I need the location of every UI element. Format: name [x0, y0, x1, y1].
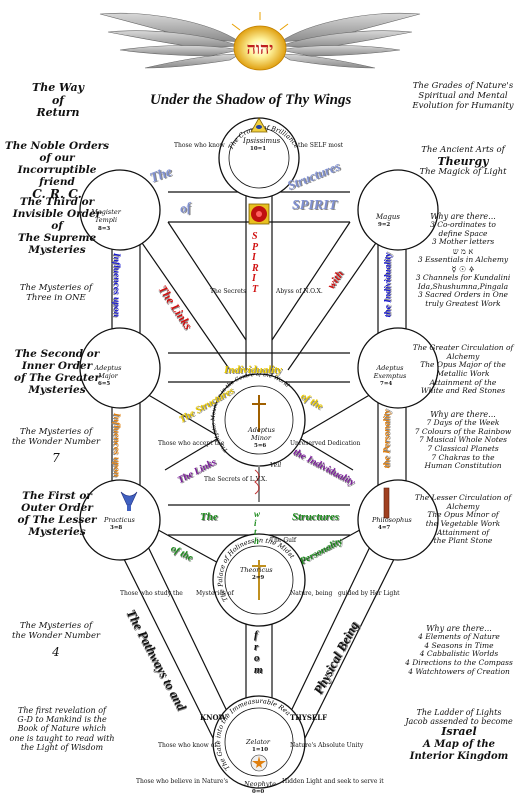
grade-adeptus-minor: Adeptus Minor [248, 426, 275, 442]
word-influences-left-mid: Influences upon [111, 412, 122, 478]
grade-practicus-num: 3=8 [110, 525, 123, 531]
label-secrets-lvx: The Secrets of L.V.X. [204, 476, 268, 483]
hebrew-letters-glyph: יהוה [247, 39, 274, 58]
grade-theoricus-num: 2=9 [252, 575, 265, 581]
label-accept: Those who accept the [158, 440, 225, 447]
winged-sun-emblem: יהוה [99, 12, 421, 71]
label-unreserved: Unreserved Dedication [290, 440, 361, 447]
grade-zelator-num: 1=10 [252, 747, 269, 753]
grade-adeptus-major-num: 6=5 [98, 381, 111, 387]
grade-adeptus-minor-num: 5=6 [254, 443, 267, 449]
grade-adeptus-exemptus: Adeptus Exemptus [373, 364, 407, 380]
grade-ipsissimus: Ipsissimus [243, 137, 281, 145]
label-veil: Veil [270, 462, 282, 469]
label-mysteries-of: Mysteries of [196, 590, 234, 597]
label-nature-being: Nature, being [290, 590, 333, 597]
eye-triangle-icon [250, 117, 268, 133]
word-personality-right: the Personality [382, 409, 393, 469]
grade-philosophus-num: 4=7 [378, 525, 391, 531]
grade-magus-num: 9=2 [378, 222, 391, 228]
label-know-self-right: the SELF most [298, 142, 344, 149]
word-the-low: The [200, 511, 218, 523]
grade-neophyte: Neophyte [244, 780, 276, 788]
label-study: Those who study the [120, 590, 183, 597]
alchemy-glyphs: ☿ ☉ 🜍 [451, 264, 475, 274]
label-abyss: Abyss of N.O.X. [276, 288, 323, 295]
grade-magister-num: 8=3 [98, 226, 111, 232]
label-know-of: Those who know of [158, 742, 217, 749]
dagger-icon [252, 395, 266, 432]
grade-magus: Magus [376, 213, 400, 221]
israel-heading: Israel [441, 725, 477, 739]
wand-icon [383, 487, 390, 519]
grade-adeptus-exemptus-num: 7=4 [380, 381, 393, 387]
grade-adeptus-major: Adeptus Major [94, 364, 122, 380]
word-individuality-mid: Individuality [224, 364, 283, 376]
grade-ipsissimus-num: 10=1 [250, 146, 267, 152]
grade-neophyte-num: 0=0 [252, 789, 265, 795]
label-guided: guided by Her Light [338, 590, 400, 597]
cup-icon [120, 491, 138, 511]
snake-staff-icon [254, 465, 260, 502]
mother-letters-glyphs: א מ ש [452, 247, 474, 257]
label-absolute: Nature's Absolute Unity [290, 742, 364, 749]
word-influences-left-top: Influences upon [111, 252, 122, 318]
sword-icon [252, 560, 266, 600]
word-of-top: of [178, 199, 192, 216]
grade-theoricus: Theoricus [240, 566, 273, 574]
word-structures-low: Structures [292, 511, 340, 523]
label-hidden: Hidden Light and seek to serve it [282, 778, 384, 785]
label-the-gulf: The Gulf [270, 537, 297, 544]
label-believe: Those who believe in Nature's [136, 778, 229, 785]
rose-cross-icon [248, 203, 270, 225]
word-spirit-horizontal: SPIRIT [292, 198, 338, 213]
grade-magister: Magister Templi [91, 208, 121, 224]
label-thyself: THYSELF [290, 713, 328, 722]
label-the-secrets: The Secrets [210, 288, 247, 295]
label-know: KNOW [200, 713, 227, 722]
grade-zelator: Zelator [246, 738, 270, 746]
pentacle-icon [250, 754, 268, 772]
grade-philosophus: Philosophus [372, 516, 412, 524]
grade-practicus: Practicus [104, 516, 135, 524]
word-individuality-right-top: the Individuality [383, 252, 394, 318]
label-know-self-left: Those who know [174, 142, 225, 149]
banner-title: Under the Shadow of Thy Wings [150, 92, 352, 108]
